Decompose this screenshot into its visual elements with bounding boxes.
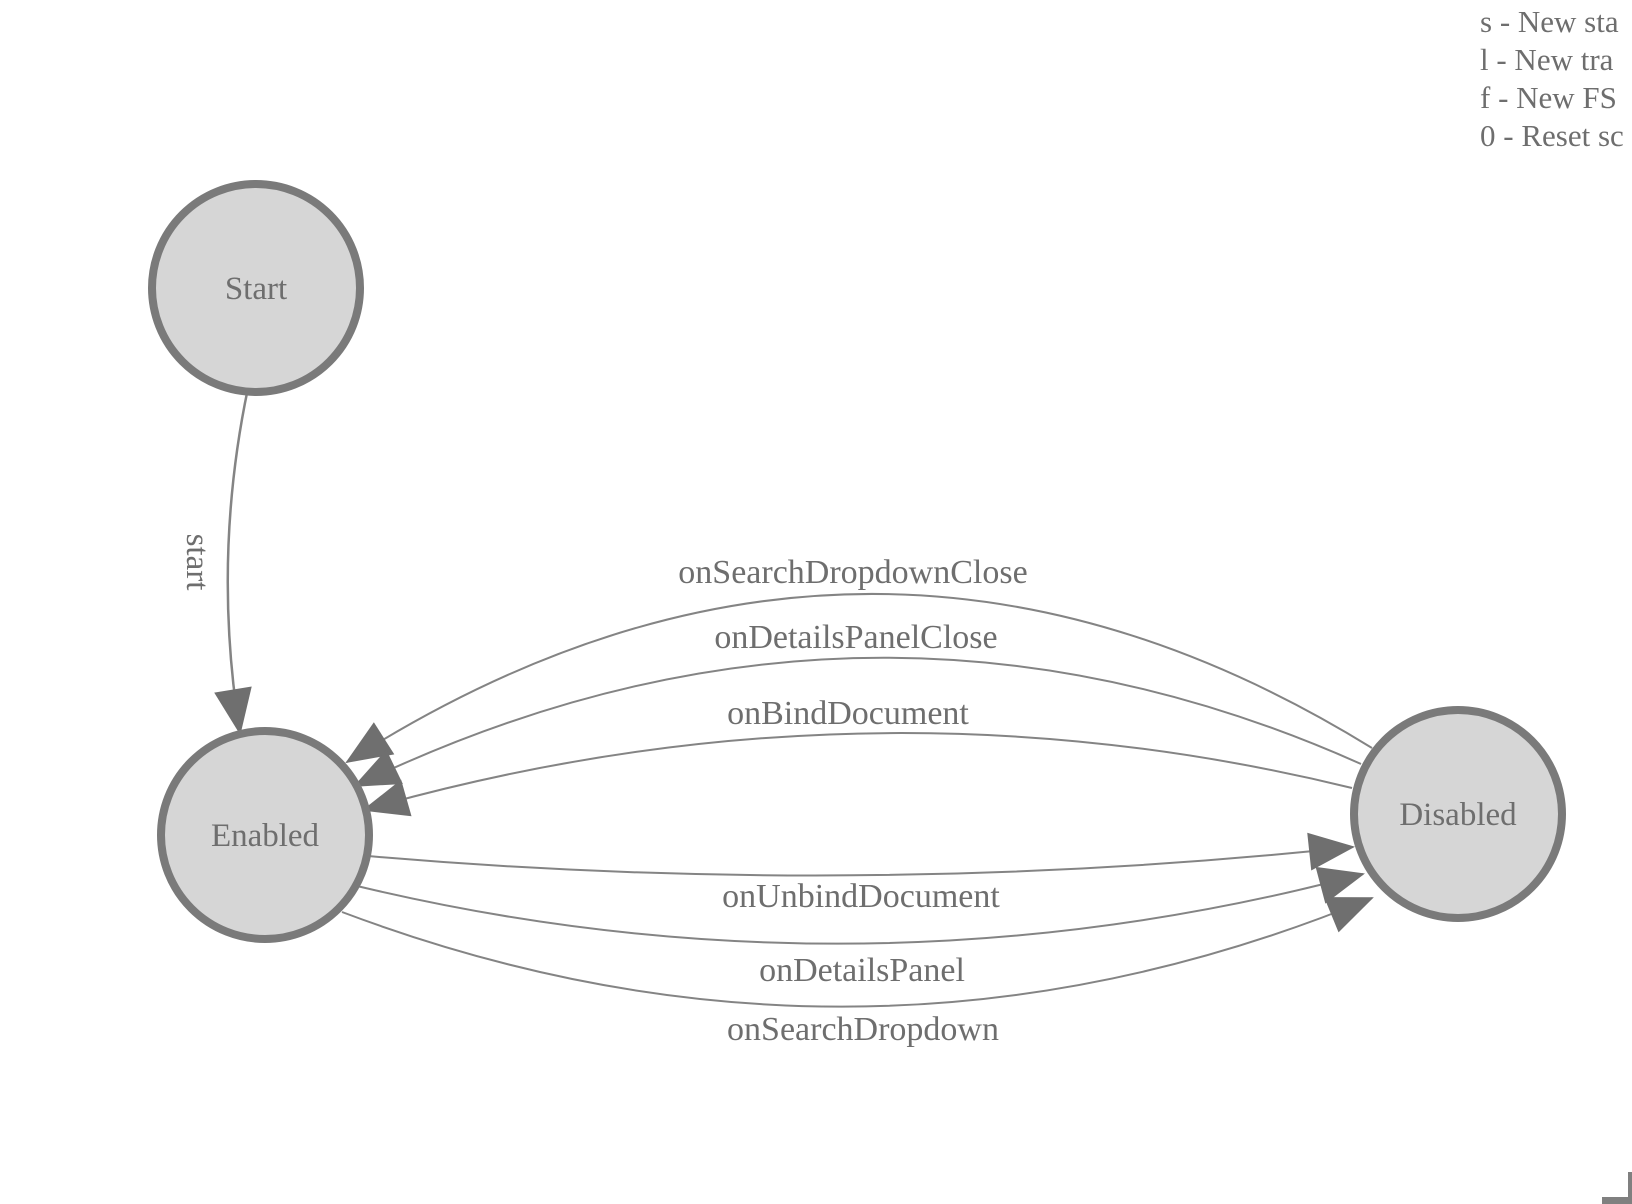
- state-node-disabled[interactable]: [1350, 706, 1566, 922]
- corner-widget-fragment: [1602, 1172, 1632, 1204]
- edge-label-start[interactable]: start: [179, 534, 215, 591]
- edge-start-to-enabled[interactable]: [214, 387, 252, 735]
- legend-line-new-state: s - New sta: [1480, 4, 1619, 39]
- edge-onBindDocument[interactable]: [362, 732, 1353, 817]
- edge-label-onSearchDropdownClose[interactable]: onSearchDropdownClose: [678, 554, 1027, 591]
- state-label-enabled: Enabled: [211, 818, 320, 854]
- state-label-disabled: Disabled: [1399, 797, 1517, 833]
- edge-onSearchDropdownClose[interactable]: [345, 593, 1373, 764]
- edge-label-onSearchDropdown[interactable]: onSearchDropdown: [727, 1011, 999, 1048]
- shortcut-legend: s - New sta l - New tra f - New FS 0 - R…: [1480, 3, 1624, 155]
- edge-label-onDetailsPanelClose[interactable]: onDetailsPanelClose: [714, 619, 997, 656]
- state-node-enabled[interactable]: [157, 727, 373, 943]
- corner-widget-bottom-bar: [1602, 1197, 1632, 1204]
- state-node-start[interactable]: [148, 180, 364, 396]
- edge-onSearchDropdown[interactable]: [341, 897, 1374, 1008]
- edge-onDetailsPanel[interactable]: [356, 866, 1365, 945]
- edge-label-onDetailsPanel[interactable]: onDetailsPanel: [759, 952, 965, 989]
- edge-onDetailsPanelClose[interactable]: [353, 656, 1362, 787]
- edge-label-onBindDocument[interactable]: onBindDocument: [727, 695, 969, 732]
- legend-line-new-fsm: f - New FS: [1480, 80, 1617, 115]
- state-label-start: Start: [225, 271, 287, 307]
- corner-widget-right-bar: [1628, 1172, 1632, 1204]
- edge-onUnbindDocument[interactable]: [367, 832, 1355, 877]
- legend-line-reset: 0 - Reset sc: [1480, 118, 1624, 153]
- legend-line-new-transition: l - New tra: [1480, 42, 1614, 77]
- edge-label-onUnbindDocument[interactable]: onUnbindDocument: [722, 878, 1000, 915]
